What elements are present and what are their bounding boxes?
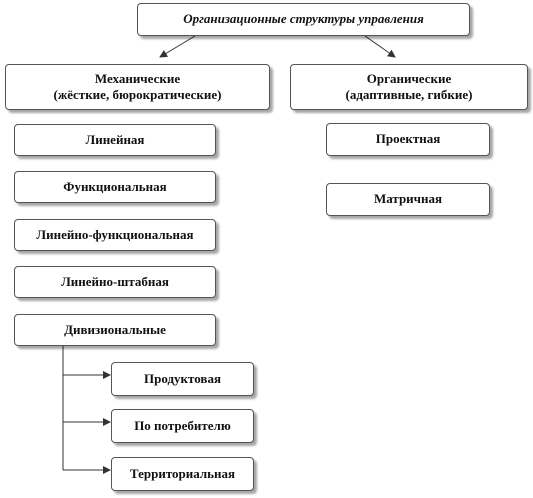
root-box: Организационные структуры управления xyxy=(137,3,470,36)
project-box: Проектная xyxy=(326,123,490,156)
matrix-box: Матричная xyxy=(326,183,490,216)
functional-box: Функциональная xyxy=(14,171,216,203)
linear-box: Линейная xyxy=(14,124,216,156)
linear-functional-box: Линейно-функциональная xyxy=(14,219,216,251)
project-label: Проектная xyxy=(375,131,441,147)
product-box: Продуктовая xyxy=(111,362,254,396)
territorial-box: Территориальная xyxy=(111,457,254,491)
territorial-label: Территориальная xyxy=(129,465,236,481)
linear-label: Линейная xyxy=(85,131,145,147)
mechanical-box: Механические (жёсткие, бюрократические) xyxy=(5,64,270,110)
divisional-label: Дивизиональные xyxy=(64,321,166,337)
functional-label: Функциональная xyxy=(63,178,167,194)
root-label: Организационные структуры управления xyxy=(183,11,424,27)
mechanical-title: Механические xyxy=(94,70,181,86)
linear-functional-label: Линейно-функциональная xyxy=(36,226,194,242)
arrow-root-to-mechanical xyxy=(159,35,196,58)
linear-staff-box: Линейно-штабная xyxy=(14,266,216,298)
organic-box: Органические (адаптивные, гибкие) xyxy=(290,64,528,110)
organic-subtitle: (адаптивные, гибкие) xyxy=(345,87,473,102)
organic-title: Органические xyxy=(366,70,452,86)
arrow-root-to-organic xyxy=(364,35,396,58)
mechanical-subtitle: (жёсткие, бюрократические) xyxy=(53,87,222,102)
product-label: Продуктовая xyxy=(144,370,221,386)
matrix-label: Матричная xyxy=(373,191,443,207)
customer-label: По потребителю xyxy=(134,417,231,433)
linear-staff-label: Линейно-штабная xyxy=(61,273,169,289)
divisional-box: Дивизиональные xyxy=(14,314,216,346)
customer-box: По потребителю xyxy=(111,409,254,443)
